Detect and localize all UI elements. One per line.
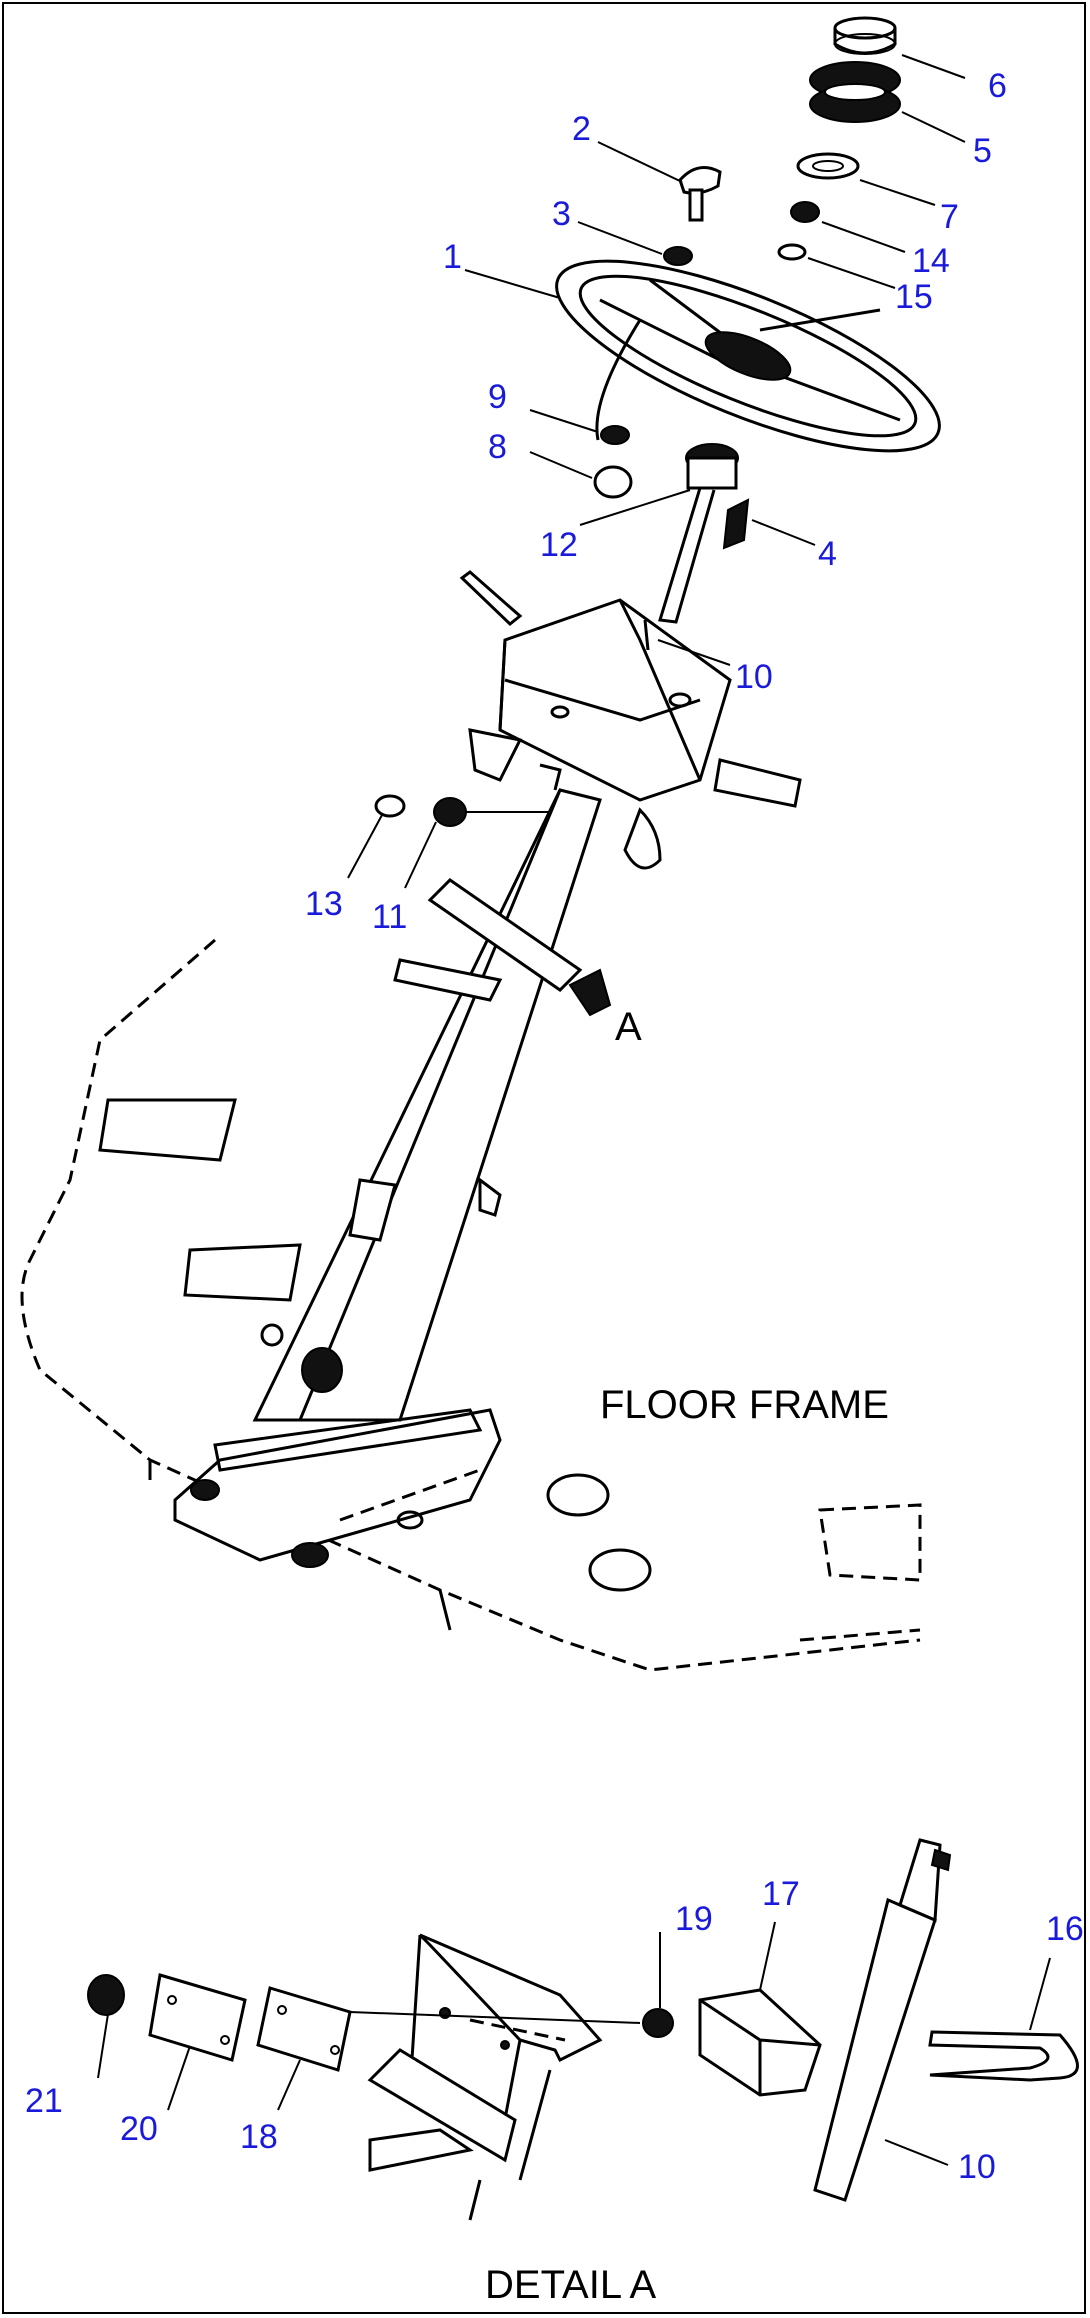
- bracket-detail: [367, 1933, 603, 2221]
- floor-frame-label: FLOOR FRAME: [600, 1383, 889, 1427]
- callouts: 6 5 2 7 3 14 1 15 9 8 12 4 10 13 11 19 1…: [25, 67, 1084, 2186]
- nut-part-3: [663, 246, 693, 266]
- nut-part-8: [593, 465, 633, 499]
- nut-part-11: [433, 797, 467, 827]
- callout-6: 6: [988, 67, 1007, 105]
- callout-10: 10: [735, 658, 773, 696]
- clip-part-13: [374, 794, 406, 818]
- ring-part-7: [796, 152, 860, 180]
- nut-part-9: [600, 425, 630, 445]
- hub-part-12: [658, 443, 739, 624]
- callout-2: 2: [572, 110, 591, 148]
- callout-10-detail: 10: [958, 2148, 996, 2186]
- nut-part-14: [790, 201, 820, 223]
- horn-button-part-5: [809, 61, 901, 123]
- nut-part-19: [642, 2008, 674, 2038]
- callout-14: 14: [912, 242, 950, 280]
- callout-19: 19: [675, 1900, 713, 1938]
- callout-20: 20: [120, 2110, 158, 2148]
- steering-wheel-part-1: [555, 259, 941, 453]
- pin-part-16: [928, 2030, 1079, 2082]
- plate-part-18: [256, 1986, 352, 2072]
- view-a-label: A: [615, 1005, 642, 1049]
- view-a-arrow: [568, 968, 612, 1017]
- callout-7: 7: [940, 198, 959, 236]
- callout-11: 11: [372, 898, 407, 936]
- callout-15: 15: [895, 278, 933, 316]
- callout-9: 9: [488, 378, 507, 416]
- callout-16: 16: [1046, 1910, 1084, 1948]
- callout-18: 18: [240, 2118, 278, 2156]
- callout-21: 21: [25, 2082, 63, 2120]
- callout-5: 5: [973, 132, 992, 170]
- column-part-10-detail: [813, 1838, 952, 2202]
- callout-13: 13: [305, 885, 343, 923]
- key-part-4: [722, 498, 750, 550]
- callout-4: 4: [818, 535, 837, 573]
- plate-part-20: [148, 1973, 247, 2062]
- knob-part-2: [678, 166, 722, 222]
- steering-valve-assembly: [459, 570, 802, 870]
- horn-cap-part-6: [833, 16, 897, 55]
- floor-frame-outline: [20, 938, 922, 1672]
- callout-17: 17: [762, 1875, 800, 1913]
- nut-part-21: [87, 1974, 125, 2016]
- callout-8: 8: [488, 428, 507, 466]
- leader-lines-main: [347, 54, 966, 889]
- wire-loop: [595, 319, 642, 441]
- washer-part-15: [777, 243, 807, 261]
- callout-3: 3: [552, 195, 571, 233]
- detail-a-label: DETAIL A: [485, 2263, 656, 2307]
- detail-a-group: [87, 1838, 1079, 2221]
- callout-12: 12: [540, 526, 578, 564]
- callout-1: 1: [443, 238, 462, 276]
